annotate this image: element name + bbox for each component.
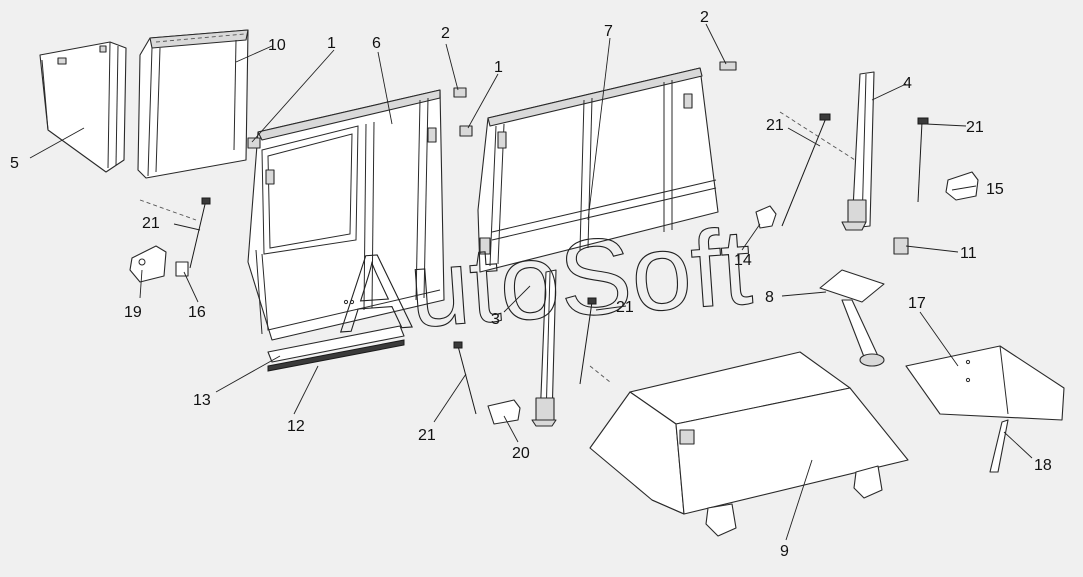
part-sill-13 xyxy=(267,325,405,363)
part-bracket-16 xyxy=(175,261,189,277)
callout-7: 7 xyxy=(604,23,613,40)
callout-20: 20 xyxy=(512,445,530,462)
part-bracket-20 xyxy=(487,399,521,425)
part-hinge-2a xyxy=(453,87,467,98)
part-pillar-3 xyxy=(531,269,557,427)
callout-16: 16 xyxy=(188,304,206,321)
part-gas-strut-b xyxy=(781,113,831,227)
part-door-frame-left xyxy=(247,89,445,341)
callout-8: 8 xyxy=(765,289,774,306)
watermark: AutoSoft xyxy=(334,205,756,355)
callout-10: 10 xyxy=(268,37,286,54)
part-sill-12 xyxy=(267,339,405,372)
callout-21b: 21 xyxy=(766,117,784,134)
part-cover-17 xyxy=(905,345,1065,421)
callout-17: 17 xyxy=(908,295,926,312)
callout-2b: 2 xyxy=(700,9,709,26)
part-door-frame-right xyxy=(477,67,719,273)
part-panel-10 xyxy=(137,29,249,179)
part-hinge-1b xyxy=(459,125,473,137)
callout-12: 12 xyxy=(287,418,305,435)
callout-1a: 1 xyxy=(327,35,336,52)
callout-18: 18 xyxy=(1034,457,1052,474)
callout-1b: 1 xyxy=(494,59,503,76)
part-gas-strut-c xyxy=(917,117,929,203)
callout-21e: 21 xyxy=(616,299,634,316)
part-bracket-11 xyxy=(893,237,909,255)
callout-13: 13 xyxy=(193,392,211,409)
callout-11: 11 xyxy=(960,245,977,262)
callout-4: 4 xyxy=(903,75,912,92)
callout-2a: 2 xyxy=(441,25,450,42)
part-gas-strut-d xyxy=(453,341,477,415)
leader-lines xyxy=(29,23,1033,541)
part-bracket-19 xyxy=(129,245,167,283)
part-pillar-4 xyxy=(779,71,875,231)
callout-5: 5 xyxy=(10,155,19,172)
callout-3: 3 xyxy=(491,311,500,328)
part-support-8 xyxy=(819,269,885,367)
callout-21d: 21 xyxy=(418,427,436,444)
part-hinge-1a xyxy=(247,137,261,149)
part-gas-strut-a xyxy=(139,197,211,269)
part-side-panel xyxy=(39,41,127,173)
callout-labels: 1 1 2 2 3 4 5 6 7 8 9 10 11 12 13 14 15 … xyxy=(10,9,1052,560)
callout-21c: 21 xyxy=(966,119,984,136)
part-bracket-15 xyxy=(945,171,979,201)
part-tool-box-9 xyxy=(589,351,909,537)
callout-14: 14 xyxy=(734,252,752,269)
part-hinge-2b xyxy=(719,61,737,71)
callout-21a: 21 xyxy=(142,215,160,232)
part-stay-18 xyxy=(989,419,1009,473)
part-gas-strut-e xyxy=(579,297,611,385)
callout-19: 19 xyxy=(124,304,142,321)
callout-6: 6 xyxy=(372,35,381,52)
callout-15: 15 xyxy=(986,181,1004,198)
callout-9: 9 xyxy=(780,543,789,560)
